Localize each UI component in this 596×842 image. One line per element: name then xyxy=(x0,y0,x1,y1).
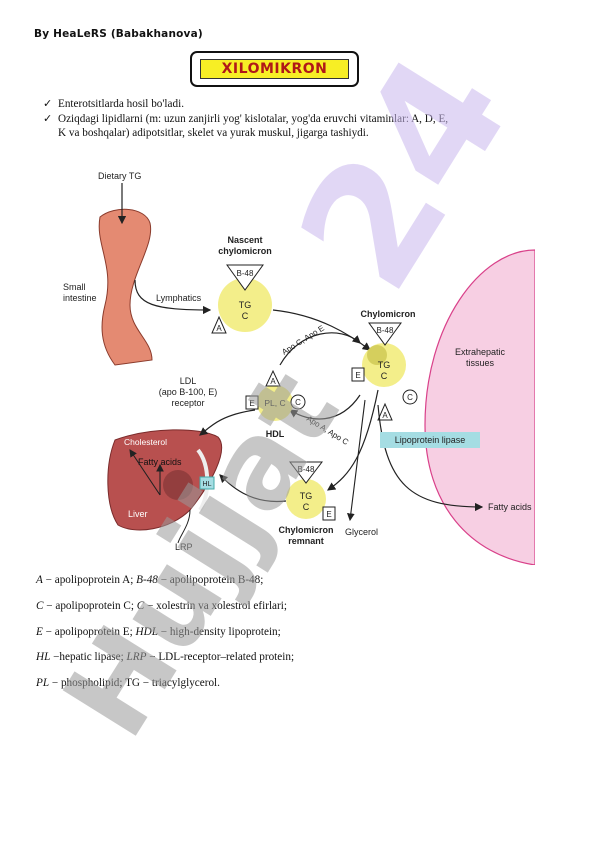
small-intestine-label-2: intestine xyxy=(63,293,97,303)
ldl-receptor-label-2: (apo B-100, E) xyxy=(159,387,218,397)
apo-a-triangle-chylomicron xyxy=(377,402,393,421)
apo-a-apo-c-label: Apo A, Apo C xyxy=(305,414,350,447)
small-intestine-shape xyxy=(98,208,153,366)
bullet-item-2: ✓ Oziqdagi lipidlarni (m: uzun zanjirli … xyxy=(43,112,558,140)
svg-text:C: C xyxy=(295,398,301,407)
legend-line-3: E − apolipoprotein E; HDL − high-density… xyxy=(36,626,281,638)
dietary-tg-label: Dietary TG xyxy=(98,171,141,181)
bullet-text-line-1: Oziqdagi lipidlarni (m: uzun zanjirli yo… xyxy=(58,113,449,125)
cholesterol-label: Cholesterol xyxy=(124,437,167,447)
nascent-chylomicron-particle xyxy=(218,278,272,332)
small-intestine-label-1: Small xyxy=(63,282,86,292)
liver-fatty-acids-label: Fatty acids xyxy=(138,457,182,467)
glycerol-label: Glycerol xyxy=(345,527,378,537)
chylomicron-metabolism-diagram: Extrahepatic tissues Small intestine Die… xyxy=(63,171,535,565)
lymphatics-label: Lymphatics xyxy=(156,293,202,303)
svg-text:C: C xyxy=(381,371,388,381)
bullet-item-1: ✓ Enterotsitlarda hosil bo'ladi. xyxy=(43,97,558,111)
hl-label: HL xyxy=(203,481,212,488)
svg-text:TG: TG xyxy=(378,360,391,370)
svg-text:TG: TG xyxy=(300,491,313,501)
hdl-particle xyxy=(257,385,293,421)
author-credit: By HeaLeRS (Babakhanova) xyxy=(34,28,203,40)
legend-line-5: PL − phospholipid; TG − triacylglycerol. xyxy=(36,677,220,689)
ldl-receptor-label-1: LDL xyxy=(180,376,197,386)
extrahepatic-label-1: Extrahepatic xyxy=(455,347,506,357)
chylomicron-remnant-particle xyxy=(286,479,326,519)
apo-a-triangle-nascent xyxy=(211,315,227,334)
b48-triangle-nascent xyxy=(226,264,264,291)
svg-text:B-48: B-48 xyxy=(298,465,315,474)
svg-text:TG: TG xyxy=(239,300,252,310)
checkmark-icon: ✓ xyxy=(43,98,53,110)
svg-text:B-48: B-48 xyxy=(237,269,254,278)
svg-text:B-48: B-48 xyxy=(377,326,394,335)
page-title: XILOMIKRON xyxy=(200,59,349,79)
liver-label: Liver xyxy=(128,509,148,519)
bullet-text: Enterotsitlarda hosil bo'ladi. xyxy=(58,98,184,110)
fatty-acids-label: Fatty acids xyxy=(488,502,532,512)
checkmark-icon: ✓ xyxy=(43,113,53,125)
legend-line-4: HL −hepatic lipase; LRP − LDL-receptor–r… xyxy=(36,651,295,663)
apo-e-box-chylomicron xyxy=(351,367,365,382)
legend-line-1: A − apolipoprotein A; B-48 − apolipoprot… xyxy=(36,574,264,586)
svg-text:E: E xyxy=(326,510,331,519)
lrp-label: LRP xyxy=(175,542,193,552)
nascent-label-1: Nascent xyxy=(227,235,262,245)
remnant-label-2: remnant xyxy=(288,536,324,546)
nascent-label-2: chylomicron xyxy=(218,246,272,256)
lipoprotein-lipase-label: Lipoprotein lipase xyxy=(395,435,466,445)
remnant-label-1: Chylomicron xyxy=(278,525,333,535)
hdl-label: HDL xyxy=(266,429,285,439)
svg-text:C: C xyxy=(242,311,249,321)
svg-text:C: C xyxy=(303,502,310,512)
apo-c-circle-chylomicron xyxy=(402,389,418,405)
extrahepatic-tissue-shape xyxy=(424,249,535,565)
svg-text:A: A xyxy=(382,411,388,420)
svg-text:E: E xyxy=(355,371,360,380)
ldl-receptor-label-3: receptor xyxy=(171,398,204,408)
svg-text:E: E xyxy=(249,399,254,408)
svg-text:PL, C: PL, C xyxy=(264,398,285,408)
svg-text:A: A xyxy=(216,324,222,333)
bullet-text-line-2: K va boshqalar) adipotsitlar, skelet va … xyxy=(58,127,369,139)
legend-line-2: C − apolipoprotein C; C − xolestrin va x… xyxy=(36,600,287,612)
b48-triangle-chylomicron xyxy=(368,322,402,346)
extrahepatic-label-2: tissues xyxy=(466,358,495,368)
chylomicron-label: Chylomicron xyxy=(360,309,415,319)
apo-c-apo-e-label: Apo C, Apo E xyxy=(280,324,326,357)
svg-text:C: C xyxy=(407,393,413,402)
lipoprotein-lipase-box xyxy=(380,432,480,448)
svg-text:A: A xyxy=(270,377,276,386)
title-frame: XILOMIKRON xyxy=(190,51,359,87)
